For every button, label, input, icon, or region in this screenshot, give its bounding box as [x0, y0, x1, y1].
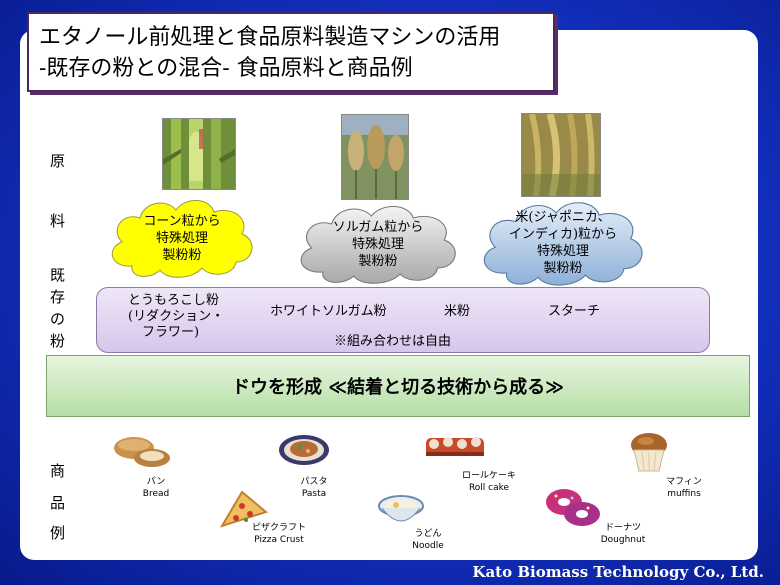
product-pasta: パスタ Pasta: [292, 476, 336, 500]
product-doughnut: ドーナツ Doughnut: [594, 522, 652, 546]
bread-icon: [114, 437, 170, 467]
corn-photo: [162, 118, 236, 190]
cloud-sorghum-shape: [300, 206, 456, 284]
title-line-2: -既存の粉との混合- 食品原料と商品例: [39, 56, 413, 81]
cloud-sorghum: ソルガム粒から 特殊処理 製粉粉: [292, 202, 464, 286]
flour-corn-line-2: (リダクション・: [128, 309, 225, 324]
roll-cake-icon: [426, 437, 484, 456]
cloud-corn: コーン粒から 特殊処理 製粉粉: [104, 196, 260, 280]
sorghum-photo: [341, 114, 409, 200]
cloud-sorghum-line-3: 製粉粉: [358, 253, 398, 269]
side-label-products-1: 商: [50, 462, 66, 480]
doughnut-icon: [546, 489, 600, 526]
cloud-corn-line-3: 製粉粉: [162, 247, 202, 263]
product-noodle-jp: うどん: [414, 529, 442, 539]
side-label-existing-3: の: [50, 310, 66, 328]
flour-corn: とうもろこし粉 (リダクション・ フラワー): [128, 293, 224, 341]
product-bread: パン Bread: [136, 476, 176, 500]
cloud-rice-line-2: インディカ)粒から: [508, 227, 618, 242]
flour-starch: スターチ: [548, 304, 601, 319]
product-muffins: マフィン muffins: [662, 476, 706, 500]
cloud-corn-line-1: コーン粒から: [143, 213, 221, 229]
flour-sorghum: ホワイトソルガム粉: [270, 304, 387, 319]
title-line-1: エタノール前処理と食品原料製造マシンの活用: [39, 25, 501, 50]
product-roll-cake-en: Roll cake: [468, 483, 510, 493]
side-label-products-3: 例: [50, 524, 66, 542]
pizza-icon: [220, 490, 268, 528]
cloud-corn-line-2: 特殊処理: [155, 230, 208, 246]
side-label-products-2: 品: [50, 494, 66, 512]
side-label-raw-2: 料: [50, 212, 66, 230]
noodle-icon: [378, 495, 424, 522]
product-pizza-crust: ピザクラフト Pizza Crust: [248, 522, 310, 546]
product-pasta-en: Pasta: [301, 489, 327, 499]
flour-corn-line-1: とうもろこし粉: [128, 293, 220, 308]
flour-note: ※組み合わせは自由: [334, 334, 452, 349]
flour-corn-line-3: フラワー): [142, 325, 200, 340]
product-pizza-crust-jp: ピザクラフト: [251, 523, 306, 533]
product-pizza-crust-en: Pizza Crust: [254, 535, 304, 545]
rice-photo: [521, 113, 601, 197]
cloud-sorghum-line-2: 特殊処理: [351, 236, 404, 252]
cloud-rice-line-1: 米(ジャポニカ、: [515, 210, 611, 225]
product-doughnut-en: Doughnut: [600, 535, 646, 545]
product-roll-cake-jp: ロールケーキ: [461, 471, 516, 481]
product-doughnut-jp: ドーナツ: [604, 523, 641, 533]
cloud-rice-line-4: 製粉粉: [543, 261, 583, 276]
cloud-rice-line-3: 特殊処理: [536, 244, 589, 259]
product-muffins-en: muffins: [667, 489, 701, 499]
product-muffins-jp: マフィン: [666, 477, 702, 487]
cloud-rice: 米(ジャポニカ、 インディカ)粒から 特殊処理 製粉粉: [475, 198, 651, 288]
product-pasta-jp: パスタ: [300, 477, 328, 487]
side-label-existing-4: 粉: [50, 332, 66, 350]
cloud-sorghum-line-1: ソルガム粒から: [332, 219, 424, 235]
cloud-corn-shape: [111, 200, 253, 278]
side-label-existing-1: 既: [50, 266, 66, 284]
product-noodle: うどん Noodle: [408, 528, 448, 552]
product-bread-en: Bread: [142, 489, 170, 499]
footer-company: Kato Biomass Technology Co., Ltd.: [472, 563, 764, 581]
title-box: エタノール前処理と食品原料製造マシンの活用 -既存の粉との混合- 食品原料と商品…: [27, 12, 555, 92]
flour-rice: 米粉: [444, 304, 471, 319]
cloud-rice-shape: [483, 202, 643, 286]
muffin-icon: [631, 433, 667, 472]
product-roll-cake: ロールケーキ Roll cake: [458, 470, 520, 494]
side-label-existing-2: 存: [50, 288, 66, 306]
existing-flours-box: [96, 287, 710, 353]
pasta-icon: [279, 435, 329, 465]
dough-banner: ドウを形成 ≪結着と切る技術から成る≫: [46, 355, 750, 417]
product-bread-jp: パン: [146, 477, 166, 487]
product-noodle-en: Noodle: [412, 541, 444, 551]
side-label-raw-1: 原: [50, 152, 66, 170]
